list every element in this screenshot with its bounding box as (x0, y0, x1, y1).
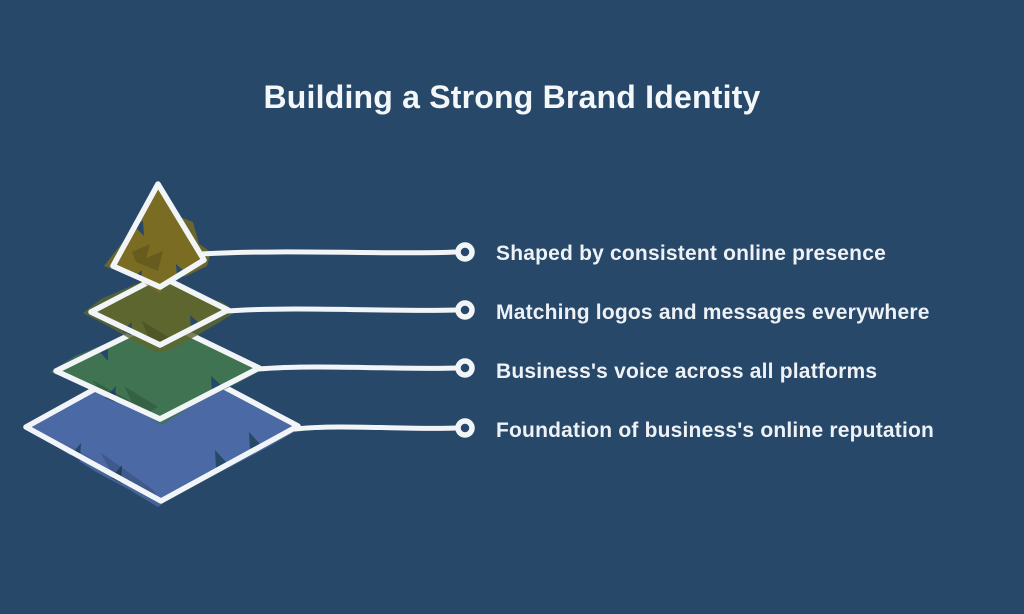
layer-4-shadow-patch (60, 440, 158, 496)
connector-line-1 (198, 249, 460, 257)
layer-4-outline (23, 350, 301, 504)
connector-line-4 (292, 424, 460, 432)
ring-icon-3 (455, 358, 475, 378)
item-label-4: Foundation of business's online reputati… (496, 419, 935, 442)
layer-2-shadow-patch (118, 321, 170, 344)
layer-1-shadow-patch (132, 244, 163, 271)
item-label-2: Matching logos and messages everywhere (496, 301, 930, 324)
pyramid-layer-2 (83, 273, 236, 353)
connector-line-2 (224, 306, 460, 314)
ring-icon-2 (455, 300, 475, 320)
pyramid-layer-1-top (104, 181, 211, 294)
layer-1-fill (113, 184, 204, 287)
ring-icon-1 (455, 242, 475, 262)
page-title: Building a Strong Brand Identity (263, 79, 761, 115)
layer-3-shadow-patch (92, 380, 158, 412)
pyramid-layer-3 (50, 317, 266, 425)
connector-line-3 (255, 364, 460, 372)
layer-2-outline (88, 273, 231, 348)
layer-3-outline (53, 317, 262, 422)
item-label-1: Shaped by consistent online presence (496, 242, 886, 265)
ring-icon-4 (455, 418, 475, 438)
connectors (198, 242, 475, 438)
layer-1-outline (110, 181, 207, 290)
item-label-3: Business's voice across all platforms (496, 360, 878, 383)
